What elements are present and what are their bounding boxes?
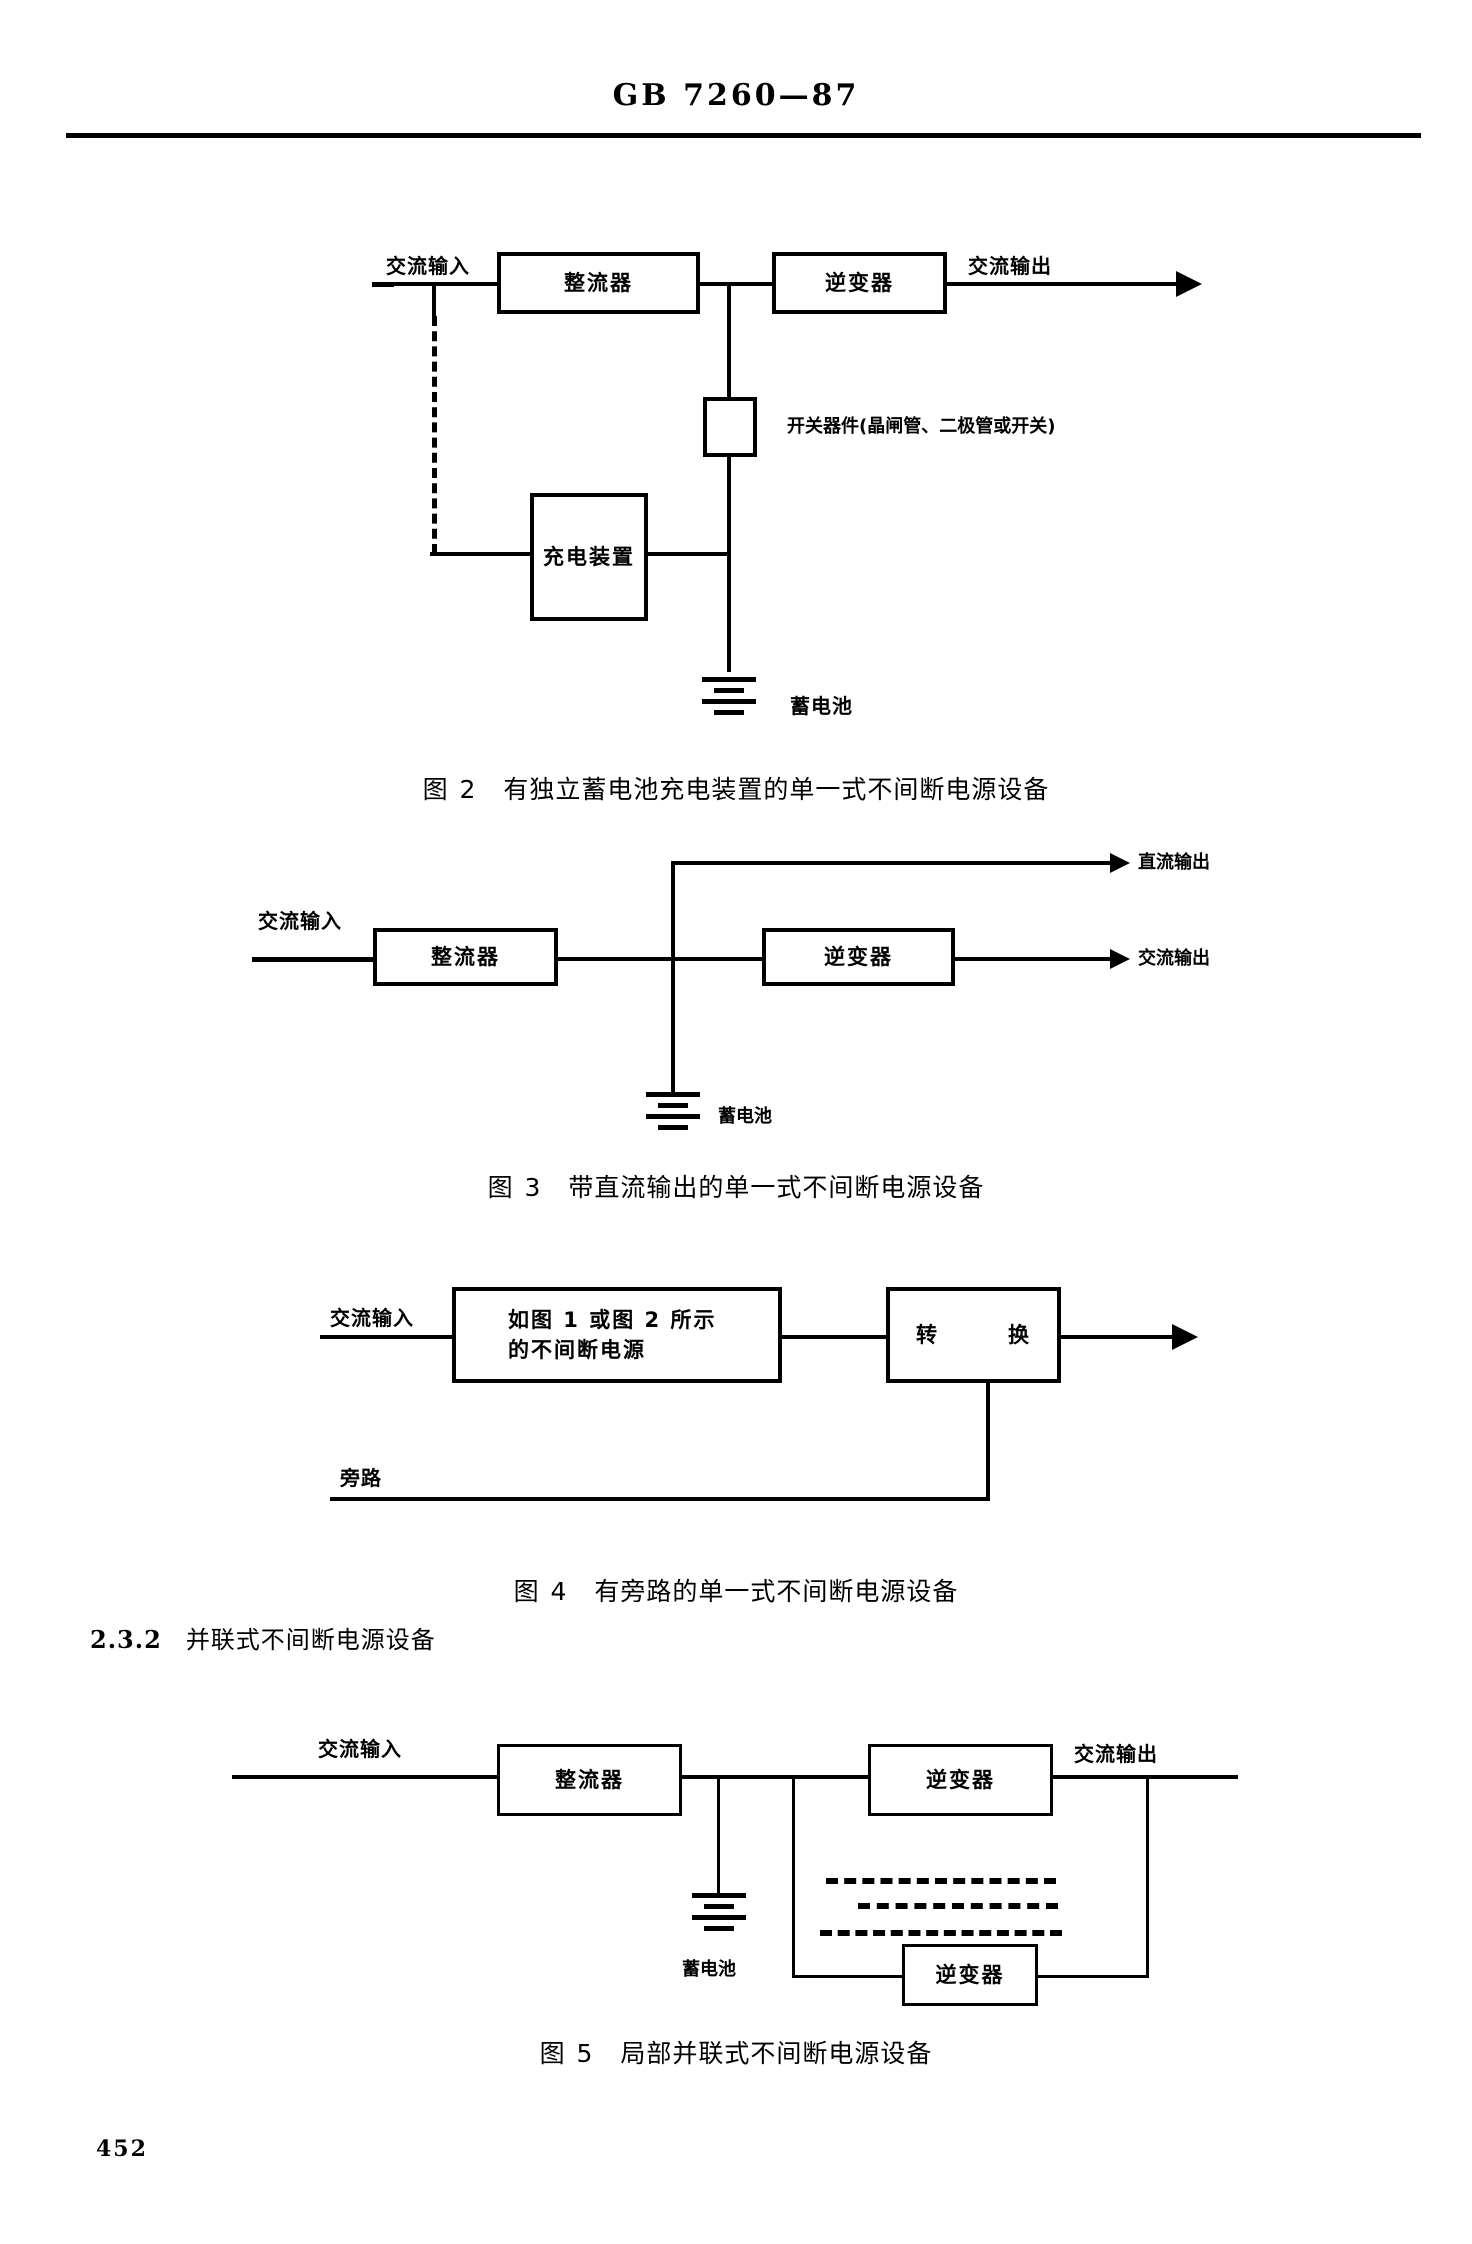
fig3-ac-input-line (252, 957, 374, 962)
fig4-transfer-box: 转 换 (886, 1287, 1061, 1383)
fig2-inverter-label: 逆变器 (825, 270, 894, 295)
fig5-rectifier-to-bus-line (682, 1775, 868, 1779)
fig2-ac-input-label: 交流输入 (386, 254, 470, 278)
fig5-dc-bus-to-lower-inverter-line (792, 1975, 904, 1978)
header-divider-rule (66, 133, 1421, 138)
figure-5-caption-number: 图 5 (539, 2039, 595, 2068)
fig5-parallel-units-dashed-indicator-1 (826, 1878, 1056, 1884)
fig5-inverter-top-output-line (1053, 1775, 1238, 1779)
figure-3-caption-text: 带直流输出的单一式不间断电源设备 (568, 1173, 985, 1202)
fig5-ac-output-right-rail (1146, 1775, 1149, 1977)
fig3-dc-output-label: 直流输出 (1138, 852, 1210, 873)
fig4-bypass-riser-line (986, 1383, 990, 1501)
fig5-parallel-units-dashed-indicator-2 (858, 1903, 1058, 1909)
fig3-ac-output-line (955, 957, 1114, 961)
fig3-rectifier-box: 整流器 (373, 928, 558, 986)
fig2-charger-input-line (430, 552, 535, 556)
fig3-rectifier-label: 整流器 (431, 944, 500, 969)
fig5-ac-input-label: 交流输入 (318, 1737, 402, 1761)
fig4-bypass-line (330, 1497, 990, 1501)
fig5-lower-inverter-to-output-line (1036, 1975, 1149, 1978)
fig5-battery-label: 蓄电池 (682, 1959, 736, 1980)
fig2-switch-device-box (703, 397, 757, 457)
figure-5-caption: 图 5 局部并联式不间断电源设备 (0, 2034, 1472, 2070)
fig2-ac-input-line (372, 282, 500, 286)
fig4-ups-block-line1: 如图 1 或图 2 所示 (508, 1307, 717, 1332)
fig2-charger-dashed-feed-line (432, 316, 437, 554)
fig2-charger-output-line (648, 552, 729, 556)
fig5-dc-bus-left-rail (792, 1775, 795, 1977)
section-number: 2.3.2 (90, 1625, 162, 1654)
fig3-battery-symbol-icon (646, 1092, 700, 1130)
fig2-ac-output-label: 交流输出 (968, 254, 1052, 278)
fig4-bypass-label: 旁路 (340, 1466, 382, 1490)
fig3-inverter-box: 逆变器 (762, 928, 955, 986)
page-header-standard-number: GB 7260—87 (612, 78, 860, 113)
fig4-ups-block-line2: 的不间断电源 (508, 1338, 646, 1362)
fig5-inverter-top-label: 逆变器 (926, 1767, 995, 1792)
fig4-ac-input-line (320, 1335, 453, 1339)
figure-3-caption-number: 图 3 (487, 1173, 543, 1202)
fig3-battery-branch-line (671, 957, 675, 1097)
fig5-battery-branch-line (717, 1775, 720, 1898)
fig2-junction-vertical-line (727, 282, 731, 397)
fig2-battery-symbol-icon (702, 677, 756, 715)
fig2-rectifier-label: 整流器 (564, 270, 633, 295)
fig5-rectifier-box: 整流器 (497, 1744, 682, 1816)
fig2-switch-to-bus-line (727, 457, 731, 672)
fig4-transfer-label-left: 转 (916, 1322, 939, 1347)
fig3-dc-branch-vertical-line (671, 861, 675, 957)
fig5-battery-symbol-icon (692, 1893, 746, 1931)
fig4-output-line (1061, 1335, 1176, 1339)
fig2-ac-input-terminal (372, 282, 394, 287)
figure-4-caption-text: 有旁路的单一式不间断电源设备 (594, 1577, 959, 1606)
fig3-ac-output-arrow-icon (1110, 949, 1130, 969)
fig2-charger-label: 充电装置 (543, 544, 635, 569)
fig5-ac-output-label: 交流输出 (1074, 1742, 1158, 1766)
figure-3-caption: 图 3 带直流输出的单一式不间断电源设备 (0, 1168, 1472, 1204)
fig5-inverter-bottom-box: 逆变器 (902, 1944, 1038, 2006)
fig2-charger-box: 充电装置 (530, 493, 648, 621)
fig5-inverter-top-box: 逆变器 (868, 1744, 1053, 1816)
fig4-output-arrow-icon (1172, 1324, 1198, 1350)
section-heading-2-3-2: 2.3.2 并联式不间断电源设备 (90, 1620, 436, 1655)
figure-5-caption-text: 局部并联式不间断电源设备 (620, 2039, 933, 2068)
fig3-rectifier-to-inverter-line (558, 957, 768, 961)
figure-2-caption: 图 2 有独立蓄电池充电装置的单一式不间断电源设备 (0, 770, 1472, 806)
figure-4-caption-number: 图 4 (513, 1577, 569, 1606)
fig3-inverter-label: 逆变器 (824, 944, 893, 969)
fig3-dc-output-line (671, 861, 1114, 865)
fig2-inverter-box: 逆变器 (772, 252, 947, 314)
fig3-ac-input-label: 交流输入 (258, 909, 342, 933)
fig2-ac-output-line (947, 282, 1180, 286)
fig2-ac-tap-solid-line (432, 282, 436, 318)
fig4-ups-to-transfer-line (782, 1335, 888, 1339)
fig2-rectifier-box: 整流器 (497, 252, 700, 314)
fig2-ac-output-arrow-icon (1176, 271, 1202, 297)
fig2-rectifier-to-junction-line (700, 282, 780, 286)
page-number: 452 (96, 2136, 148, 2162)
figure-2-caption-number: 图 2 (422, 775, 478, 804)
figure-4-caption: 图 4 有旁路的单一式不间断电源设备 (0, 1572, 1472, 1608)
fig5-ac-input-line (232, 1775, 498, 1779)
fig3-ac-output-label: 交流输出 (1138, 948, 1210, 969)
fig3-battery-label: 蓄电池 (718, 1106, 772, 1127)
fig5-rectifier-label: 整流器 (555, 1767, 624, 1792)
fig2-switch-device-label: 开关器件(晶闸管、二极管或开关) (787, 416, 1056, 437)
fig4-transfer-label-right: 换 (1008, 1322, 1031, 1347)
fig3-dc-output-arrow-icon (1110, 853, 1130, 873)
fig5-inverter-bottom-label: 逆变器 (935, 1962, 1005, 1987)
fig4-ac-input-label: 交流输入 (330, 1306, 414, 1330)
fig2-battery-label: 蓄电池 (790, 694, 853, 718)
fig4-ups-block-box: 如图 1 或图 2 所示 的不间断电源 (452, 1287, 782, 1383)
figure-2-caption-text: 有独立蓄电池充电装置的单一式不间断电源设备 (503, 775, 1050, 804)
fig5-parallel-units-dashed-indicator-3 (820, 1930, 1062, 1936)
section-title: 并联式不间断电源设备 (185, 1626, 436, 1654)
